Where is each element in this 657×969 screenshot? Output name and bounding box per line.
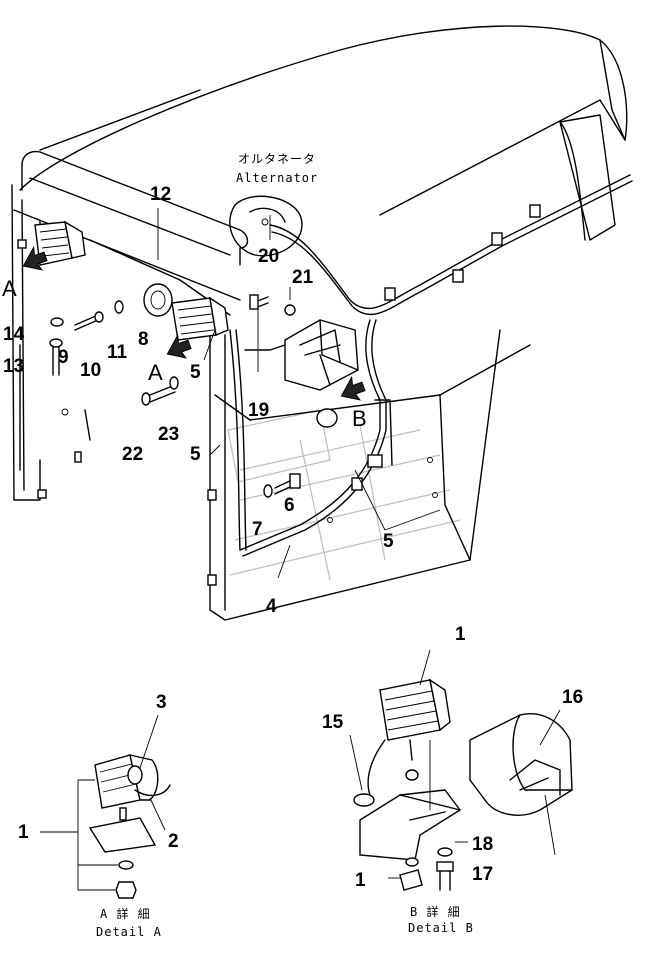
- rear-lamp-cover: [284, 319, 359, 428]
- callout-5-c: 5: [383, 531, 394, 552]
- detail-b-callout-15: 15: [322, 712, 344, 733]
- detail-a-drawing: [40, 714, 171, 899]
- detail-a-callout-1: 1: [18, 822, 29, 843]
- callout-8: 8: [138, 329, 149, 350]
- callout-6: 6: [284, 495, 295, 516]
- detail-b-label-jp: B 詳 細: [410, 904, 461, 919]
- detail-a-label-en: Detail A: [96, 925, 162, 939]
- detail-b-label-en: Detail B: [408, 921, 474, 935]
- watermark: [227, 409, 461, 581]
- detail-b-callout-1-top: 1: [455, 624, 466, 645]
- middle-work-lamp: [143, 283, 229, 341]
- view-arrows: [22, 245, 366, 401]
- view-label-b: B: [352, 406, 367, 431]
- view-label-a-left: A: [2, 276, 17, 301]
- detail-b-drawing: [349, 649, 573, 891]
- view-label-a-mid: A: [148, 360, 163, 385]
- alternator-label-en: Alternator: [236, 171, 318, 185]
- callout-7: 7: [252, 519, 263, 540]
- callout-23: 23: [158, 424, 179, 445]
- callout-12: 12: [150, 184, 171, 205]
- callout-9: 9: [58, 347, 69, 368]
- callout-4: 4: [266, 596, 277, 617]
- callout-13: 13: [3, 356, 24, 377]
- callout-10: 10: [80, 360, 101, 381]
- detail-a-callout-3: 3: [156, 692, 167, 713]
- detail-a-label-jp: A 詳 細: [100, 906, 151, 921]
- hardware-main: [49, 208, 441, 579]
- detail-b-callout-17: 17: [472, 864, 493, 885]
- callout-11: 11: [107, 342, 128, 363]
- callout-5-a: 5: [190, 362, 201, 383]
- alternator-label-jp: オルタネータ: [238, 152, 316, 166]
- callout-5-b: 5: [190, 444, 201, 465]
- callout-19: 19: [248, 400, 269, 421]
- callout-22: 22: [122, 444, 143, 465]
- detail-b-callout-16: 16: [562, 687, 583, 708]
- detail-b-callout-18: 18: [472, 834, 493, 855]
- callout-20: 20: [258, 246, 279, 267]
- detail-a-callout-2: 2: [168, 831, 179, 852]
- alternator: [229, 195, 303, 257]
- detail-b-callout-1-bottom: 1: [355, 870, 366, 891]
- wiring-harness: [89, 174, 633, 557]
- callout-21: 21: [292, 267, 314, 288]
- callout-14: 14: [3, 324, 25, 345]
